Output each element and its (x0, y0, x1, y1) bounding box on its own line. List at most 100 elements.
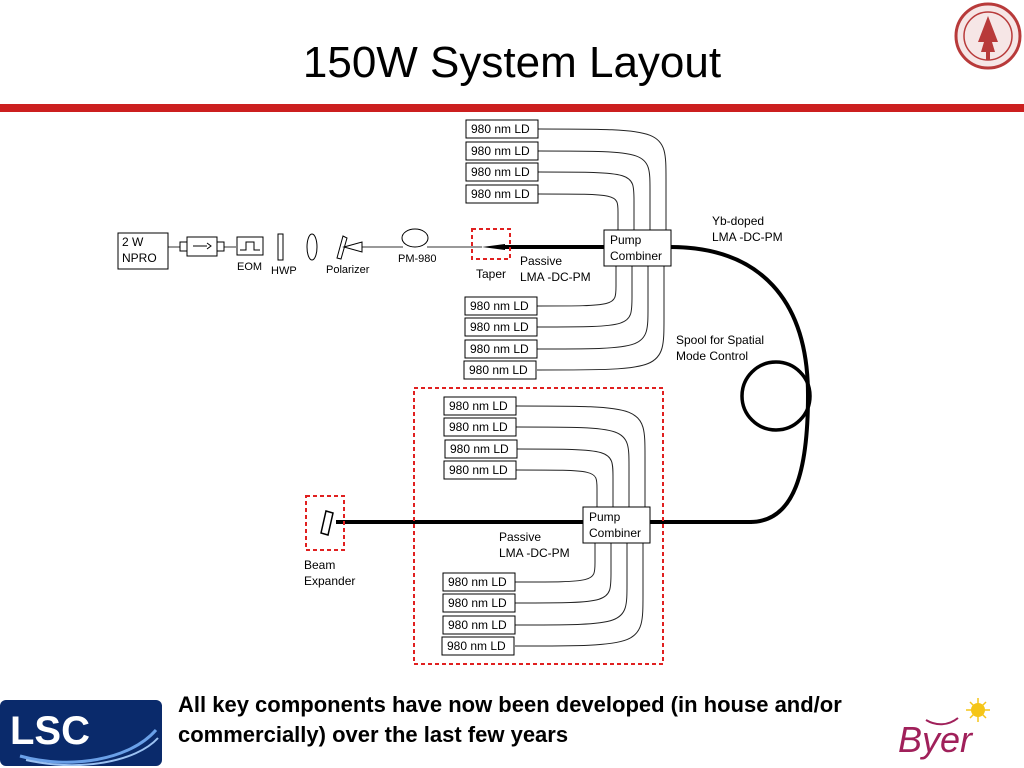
stanford-seal-icon (954, 2, 1022, 70)
ld-label: 980 nm LD (449, 463, 508, 477)
npro-label-line1: 2 W (122, 235, 144, 249)
ld-label: 980 nm LD (449, 420, 508, 434)
ld-box (465, 162, 539, 182)
title-divider-bar (0, 104, 1024, 112)
byer-logo-text: Byer (898, 719, 974, 760)
pump-fiber-arc (536, 266, 649, 350)
ld-box (465, 119, 539, 139)
lens-icon (306, 233, 318, 261)
ld-box (441, 636, 515, 656)
npro-label-line2: NPRO (122, 251, 157, 265)
gain-fiber (336, 245, 811, 524)
half-wave-plate (277, 233, 284, 261)
stage1-fiber-label-line1: Passive (520, 254, 562, 268)
ld-label: 980 nm LD (447, 639, 506, 653)
beam-expander-highlight (305, 495, 345, 551)
pump-fiber-arc (536, 266, 633, 328)
stage2-pump-diodes-bottom: 980 nm LD 980 nm LD 980 nm LD 980 nm LD (441, 572, 516, 656)
polarizer-label: Polarizer (326, 264, 370, 276)
pump-fiber-arc (515, 405, 646, 507)
pump-fiber-arc (537, 150, 651, 230)
stage1-fiber-label-line2: LMA -DC-PM (520, 270, 591, 284)
ld-label: 980 nm LD (470, 342, 529, 356)
stage2-fiber-label-line2: LMA -DC-PM (499, 546, 570, 560)
stage2-fiber-label-line1: Passive (499, 530, 541, 544)
eom (236, 236, 264, 256)
ld-label: 980 nm LD (470, 299, 529, 313)
pm980-label: PM-980 (398, 253, 437, 265)
spool-label-line2: Mode Control (676, 349, 748, 363)
pump-fiber-arc (514, 543, 612, 604)
ld-label: 980 nm LD (449, 399, 508, 413)
pump-fiber-arc (537, 171, 635, 230)
stage1-pump-diodes-top: 980 nm LD 980 nm LD 980 nm LD 980 nm LD (465, 119, 539, 204)
pump-fiber-arc (515, 448, 614, 507)
stage2-pump-diodes-top: 980 nm LD 980 nm LD 980 nm LD 980 nm LD (443, 396, 518, 480)
polarizer-icon (336, 235, 363, 260)
taper (482, 244, 505, 250)
ld-label: 980 nm LD (470, 320, 529, 334)
stage2-combiner-line1: Pump (589, 510, 621, 524)
ld-label: 980 nm LD (471, 187, 530, 201)
stage1-combiner-line1: Pump (610, 233, 642, 247)
stage1-pump-diodes-bottom: 980 nm LD 980 nm LD 980 nm LD 980 nm LD (463, 296, 538, 380)
ld-label: 980 nm LD (471, 144, 530, 158)
taper-highlight (471, 228, 511, 260)
beam-expander-label-line2: Expander (304, 574, 355, 588)
hwp-label: HWP (271, 265, 297, 277)
pump-fiber-arc (536, 266, 665, 371)
ld-box (465, 141, 539, 161)
ld-box (442, 615, 516, 635)
ld-box (465, 184, 539, 204)
stage1-combiner-line2: Combiner (610, 249, 662, 263)
ld-label: 980 nm LD (469, 363, 528, 377)
ld-box (443, 396, 517, 416)
pump-fiber-arc (514, 543, 644, 647)
pump-fiber-arc (515, 426, 630, 507)
ld-label: 980 nm LD (471, 165, 530, 179)
beam-expander-icon (320, 510, 334, 536)
ld-label: 980 nm LD (448, 618, 507, 632)
ld-label: 980 nm LD (448, 575, 507, 589)
pump-fiber-arc (515, 469, 598, 507)
byer-group-logo: Byer (898, 698, 990, 760)
ld-box (443, 417, 517, 437)
taper-label: Taper (476, 267, 506, 281)
pump-fiber-arc (537, 193, 619, 230)
stage2-pump-combiner (582, 506, 651, 544)
pump-fiber-arcs (514, 128, 667, 647)
isolator-icon (179, 236, 225, 257)
ld-label: 980 nm LD (450, 442, 509, 456)
lsc-logo: LSC (0, 700, 162, 766)
pm980-fiber-coil (401, 228, 429, 248)
ld-box (464, 317, 538, 337)
stage1-pump-combiner (603, 229, 672, 267)
pump-fiber-arc (514, 543, 628, 626)
gain-fiber-label-line2: LMA -DC-PM (712, 230, 783, 244)
eom-label: EOM (237, 261, 262, 273)
ld-box (463, 360, 537, 380)
stage2-combiner-line2: Combiner (589, 526, 641, 540)
footer-statement: All key components have now been develop… (178, 692, 842, 747)
ld-label: 980 nm LD (448, 596, 507, 610)
pulse-icon (240, 241, 260, 251)
pump-fiber-arc (514, 543, 596, 583)
ld-box (442, 593, 516, 613)
pump-fiber-arc (536, 266, 617, 307)
npro-laser (117, 232, 169, 270)
pump-fiber-arc (537, 128, 667, 230)
beam-expander-label-line1: Beam (304, 558, 335, 572)
ld-box (443, 460, 517, 480)
ld-label: 980 nm LD (471, 122, 530, 136)
slide-title: 150W System Layout (302, 38, 722, 87)
ld-box (464, 296, 538, 316)
stage2-highlight (413, 387, 664, 665)
ld-box (442, 572, 516, 592)
spool-label-line1: Spool for Spatial (676, 333, 764, 347)
lsc-logo-text: LSC (10, 709, 90, 753)
ld-box (444, 439, 518, 459)
mode-control-spool (740, 360, 812, 432)
ld-box (464, 339, 538, 359)
gain-fiber-label-line1: Yb-doped (712, 214, 764, 228)
